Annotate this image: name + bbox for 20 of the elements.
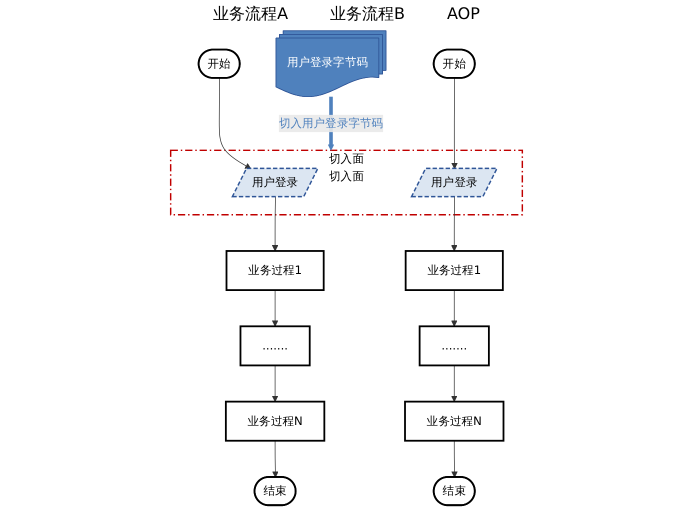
arrow bbox=[451, 196, 458, 252]
arrow bbox=[272, 440, 279, 478]
edge-label: 切入用户登录字节码 bbox=[278, 116, 384, 130]
arrow bbox=[451, 365, 458, 402]
column-heading: 业务流程A bbox=[212, 4, 290, 25]
arrow bbox=[272, 196, 278, 252]
node-box: 业务过程1 bbox=[404, 250, 504, 291]
arrow bbox=[272, 290, 278, 327]
arrow bbox=[218, 78, 252, 170]
node-box: ....... bbox=[240, 325, 311, 366]
node-box: 业务过程N bbox=[224, 400, 326, 442]
arrow bbox=[451, 290, 458, 327]
arrow bbox=[451, 440, 458, 478]
node-box: ....... bbox=[418, 325, 490, 366]
column-heading: 业务流程B bbox=[329, 4, 406, 25]
arrow bbox=[272, 365, 278, 402]
column-heading: AOP bbox=[446, 4, 481, 25]
arrow bbox=[451, 78, 458, 170]
node-box: 业务过程N bbox=[404, 400, 504, 442]
node-box: 业务过程1 bbox=[226, 250, 325, 291]
